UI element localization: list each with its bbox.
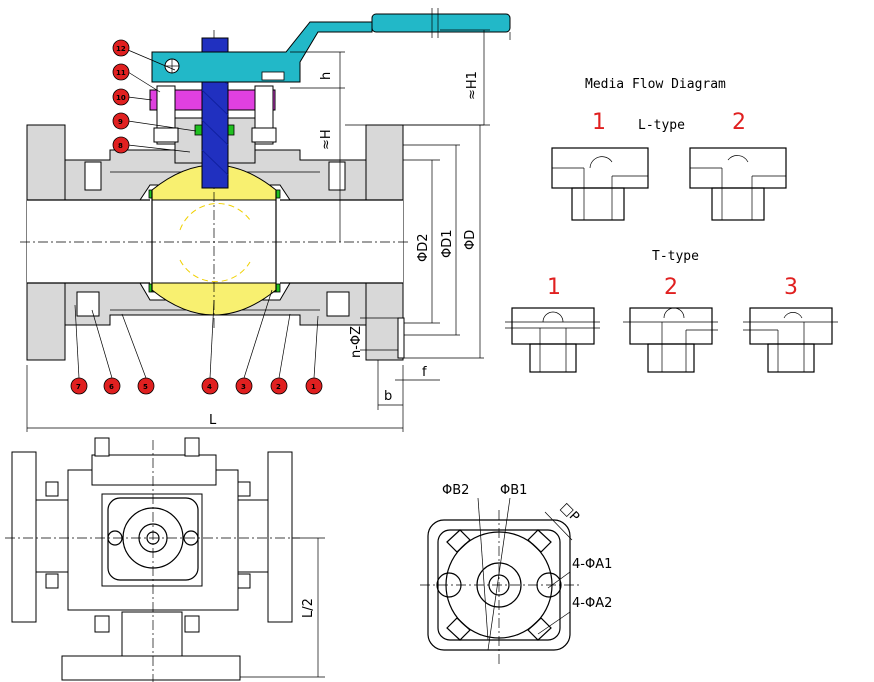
t-type-pos-1: 1: [547, 275, 561, 300]
svg-text:10: 10: [116, 94, 126, 102]
svg-text:3: 3: [241, 383, 246, 391]
bottom-view: L/2: [5, 437, 325, 682]
dim-b: b: [384, 389, 392, 404]
dim-nZ: n-ΦZ: [349, 326, 364, 358]
svg-text:1: 1: [311, 383, 316, 391]
dim-A2: 4-ΦA2: [572, 596, 612, 611]
svg-text:11: 11: [116, 69, 126, 77]
dim-H: ≈H: [319, 129, 334, 150]
part-badge-3: 3: [235, 289, 273, 395]
l-type-pos-1: 1: [592, 110, 606, 135]
dim-B2: ΦB2: [442, 483, 469, 498]
dim-L: L: [209, 413, 217, 428]
svg-text:12: 12: [116, 45, 126, 53]
svg-text:7: 7: [76, 383, 81, 391]
part-badge-7: 7: [70, 304, 88, 395]
part-badge-8: 8: [112, 136, 191, 154]
svg-text:2: 2: [276, 383, 281, 391]
part-badge-9: 9: [112, 112, 197, 132]
part-badge-11: 11: [112, 63, 161, 93]
l-type-symbol-1: [551, 147, 649, 221]
t-type-label: T-type: [652, 249, 699, 264]
part-badge-10: 10: [112, 88, 153, 106]
svg-text:9: 9: [118, 118, 123, 126]
top-flange-view: ΦB2 ΦB1 □P 4-ΦA1 4-ΦA2: [420, 483, 612, 665]
t-type-symbol-1: [505, 307, 600, 373]
l-type-symbol-2: [689, 147, 787, 221]
dim-D2: ΦD2: [416, 233, 431, 262]
svg-text:4: 4: [207, 383, 212, 391]
dim-h1: ≈H1: [465, 71, 480, 100]
part-badge-12: 12: [112, 39, 176, 71]
section-view: [20, 8, 511, 361]
dim-h: h: [319, 72, 334, 80]
t-type-pos-3: 3: [784, 275, 798, 300]
l-type-pos-2: 2: [732, 110, 746, 135]
dim-D: ΦD: [463, 230, 478, 250]
part-badges: 12 11 10 9 8 7 6 5 4 3 2 1: [70, 39, 323, 395]
dim-f: f: [422, 365, 427, 380]
part-badge-2: 2: [270, 313, 291, 395]
t-type-symbol-2: [623, 307, 718, 373]
part-badge-5: 5: [121, 313, 155, 395]
dim-B1: ΦB1: [500, 483, 527, 498]
dim-A1: 4-ΦA1: [572, 557, 612, 572]
section-dimensions: [26, 29, 511, 432]
dim-L2: L/2: [301, 598, 316, 618]
part-badge-4: 4: [201, 299, 219, 395]
l-type-label: L-type: [638, 118, 685, 133]
dimension-labels: h ≈H1 ≈H ΦD2 ΦD1 ΦD n-ΦZ f b L: [209, 71, 480, 428]
media-flow-title: Media Flow Diagram: [585, 77, 726, 92]
svg-text:5: 5: [143, 383, 148, 391]
svg-text:6: 6: [109, 383, 114, 391]
t-type-symbol-3: [743, 307, 838, 373]
svg-text:8: 8: [118, 142, 123, 150]
part-badge-6: 6: [91, 309, 121, 395]
t-type-pos-2: 2: [664, 275, 678, 300]
dim-D1: ΦD1: [440, 229, 455, 258]
part-badge-1: 1: [305, 315, 323, 395]
media-flow-diagram: Media Flow Diagram L-type 1 2 T-type 1 2…: [505, 77, 838, 373]
